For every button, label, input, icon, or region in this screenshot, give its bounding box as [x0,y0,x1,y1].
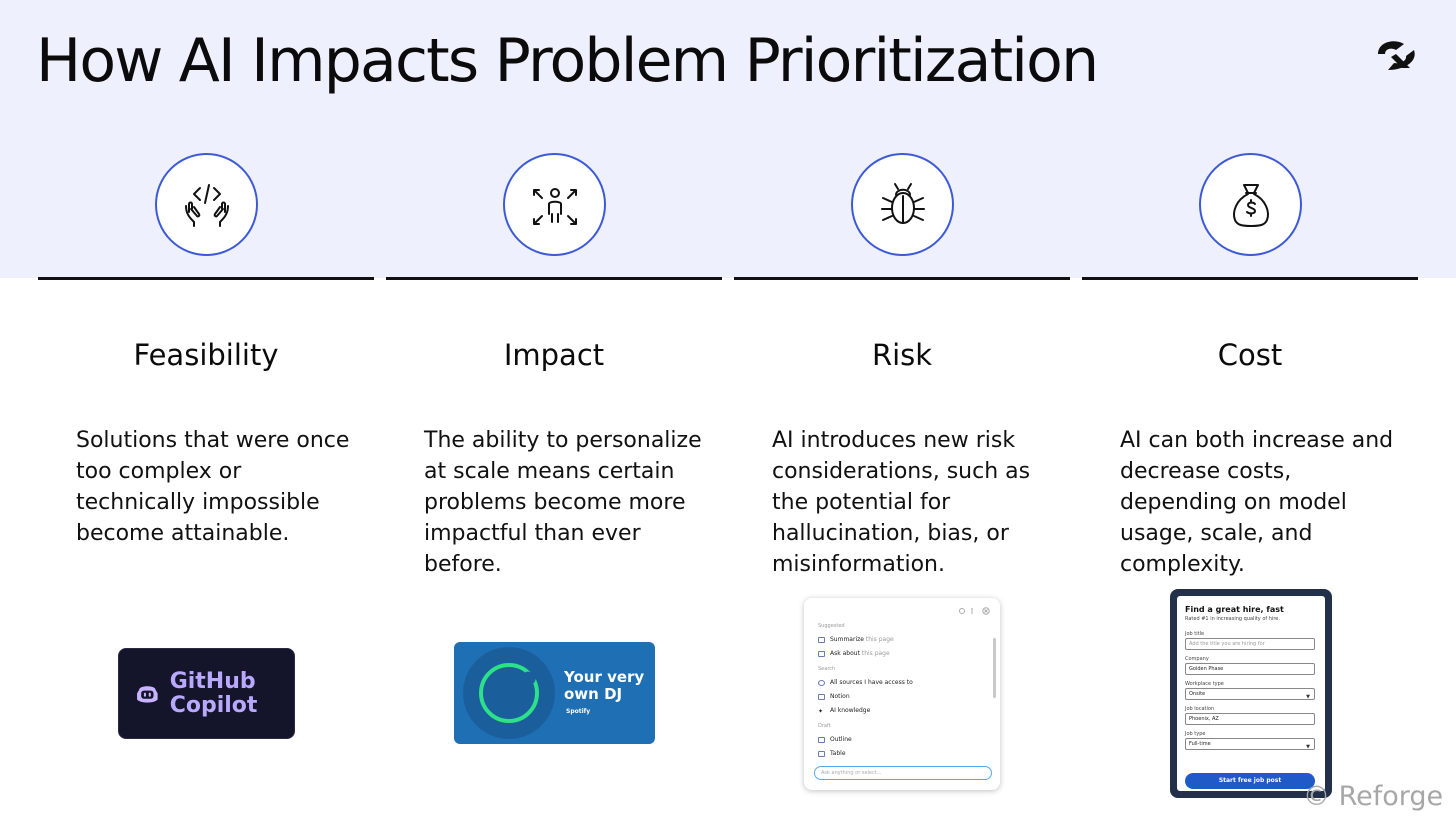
chevron-down-icon: ▼ [1306,744,1310,750]
job-title-input[interactable]: Add the title you are hiring for [1185,638,1315,650]
job-location-input[interactable]: Phoenix, AZ [1185,713,1315,725]
outline-icon [818,736,825,743]
column-description: AI can both increase and decrease costs,… [1120,428,1394,577]
popup-window-controls-icon [959,607,990,615]
column-description: Solutions that were once too complex or … [76,428,350,546]
field-label: Workplace type [1185,681,1224,687]
spotify-brand: Spotify [566,708,591,715]
table-icon [818,750,825,757]
start-job-post-button[interactable]: Start free job post [1185,773,1315,789]
job-post-image: Find a great hire, fast Rated #1 in incr… [1170,589,1332,798]
divider-rule [734,277,1070,280]
notion-icon [818,693,825,700]
person-expand-icon [532,187,577,225]
column-heading: Feasibility [133,338,279,372]
github-copilot-image: GitHub Copilot [118,648,295,739]
section-label: Suggested [818,623,845,629]
watermark: © Reforge [1303,781,1444,812]
workplace-type-select[interactable]: Onsite▼ [1185,688,1315,700]
spotify-headline: Your very own DJ [564,668,645,703]
field-label: Company [1185,656,1209,662]
copilot-mascot-icon [137,685,158,703]
column-cost: Cost AI can both increase and decrease c… [1082,0,1418,819]
section-label: Search [818,666,836,672]
document-icon [818,650,825,657]
spotify-dj-image: Your very own DJ Spotify [454,642,655,744]
menu-item[interactable]: Ask about this page [818,650,890,657]
icon-circle [851,153,954,256]
icon-circle [155,153,258,256]
copilot-label: GitHub Copilot [169,668,258,718]
section-label: Draft [818,723,831,729]
menu-item[interactable]: Outline [818,736,852,743]
column-risk: Risk AI introduces new risk consideratio… [734,0,1070,819]
column-heading: Cost [1217,338,1283,372]
job-type-select[interactable]: Full-time▼ [1185,738,1315,750]
copyright-icon: © [1303,781,1339,812]
list-icon [818,636,825,643]
scrollbar[interactable] [993,638,996,698]
menu-item[interactable]: Notion [818,693,850,700]
column-impact: Impact The ability to personalize at sca… [386,0,722,819]
field-label: Job title [1185,631,1205,637]
slide-title: How AI Impacts Problem Prioritization [36,26,1099,96]
form-subtitle: Rated #1 in increasing quality of hire. [1185,616,1280,622]
sparkle-icon: ✦ [818,707,824,715]
company-input[interactable]: Golden Phase [1185,663,1315,675]
divider-rule [38,277,374,280]
menu-item[interactable]: Table [818,750,846,757]
menu-item[interactable]: Summarize this page [818,636,894,643]
field-label: Job type [1185,731,1206,737]
ask-ai-input[interactable]: Ask anything or select... [814,766,992,780]
dj-disc-icon [463,647,555,739]
notion-ai-image: Suggested Summarize this page Ask about … [804,598,1000,790]
money-bag-icon [1232,183,1269,227]
hands-code-icon [184,183,229,227]
menu-item[interactable]: ✦AI knowledge [818,707,871,715]
menu-item[interactable]: All sources I have access to [818,679,913,686]
icon-circle [503,153,606,256]
bug-icon [880,182,925,224]
divider-rule [1082,277,1418,280]
globe-icon [818,679,825,686]
chevron-down-icon: ▼ [1306,694,1310,700]
form-title: Find a great hire, fast [1185,605,1284,614]
column-heading: Risk [871,338,933,372]
column-heading: Impact [503,338,605,372]
column-description: AI introduces new risk considerations, s… [772,428,1031,577]
reforge-logo-icon [1378,41,1415,70]
field-label: Job location [1185,706,1215,712]
tablet-screen: Find a great hire, fast Rated #1 in incr… [1177,596,1325,791]
icon-circle [1199,153,1302,256]
column-feasibility: Feasibility Solutions that were once too… [38,0,374,819]
column-description: The ability to personalize at scale mean… [424,428,702,577]
divider-rule [386,277,722,280]
